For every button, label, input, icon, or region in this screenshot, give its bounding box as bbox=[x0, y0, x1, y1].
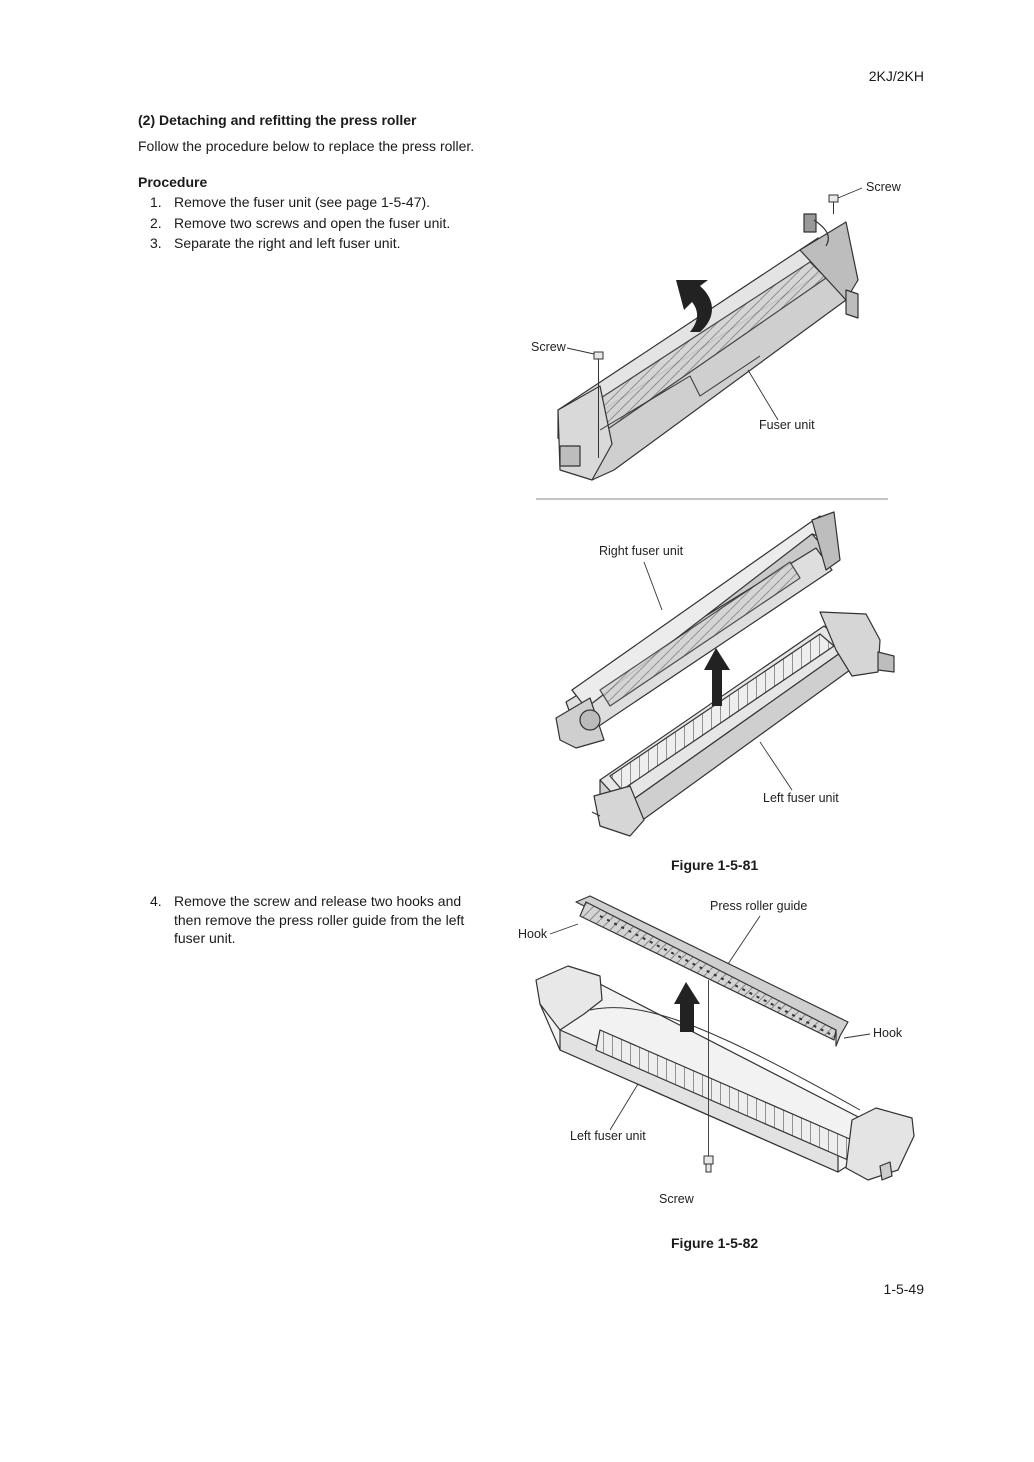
step-number: 4. bbox=[150, 893, 162, 909]
section-intro: Follow the procedure below to replace th… bbox=[138, 138, 475, 154]
model-code: 2KJ/2KH bbox=[868, 68, 924, 84]
screw-icon bbox=[593, 351, 604, 458]
label-fuser-unit: Fuser unit bbox=[759, 418, 815, 432]
left-fuser-unit-drawing bbox=[535, 965, 915, 1181]
leader-lines bbox=[549, 915, 871, 1131]
page-number: 1-5-49 bbox=[883, 1281, 924, 1297]
step-text: Remove the fuser unit (see page 1-5-47). bbox=[174, 194, 431, 210]
step-4: 4. Remove the screw and release two hook… bbox=[150, 892, 480, 948]
label-screw-left: Screw bbox=[531, 340, 566, 354]
leader-lines bbox=[566, 187, 863, 421]
figure-caption-82: Figure 1-5-82 bbox=[671, 1235, 759, 1251]
step-number: 3. bbox=[150, 235, 162, 251]
figure-caption-81: Figure 1-5-81 bbox=[671, 857, 759, 873]
lift-direction-arrow bbox=[674, 982, 700, 1032]
step-2: 2. Remove two screws and open the fuser … bbox=[150, 213, 450, 234]
step-text: Remove the screw and release two hooks a… bbox=[174, 893, 465, 946]
step-number: 1. bbox=[150, 194, 162, 210]
screw-icon bbox=[703, 980, 714, 1173]
label-left-fuser-unit-2: Left fuser unit bbox=[570, 1129, 646, 1143]
label-left-fuser-unit: Left fuser unit bbox=[763, 791, 839, 805]
step-number: 2. bbox=[150, 214, 162, 231]
screw-icon bbox=[828, 194, 839, 214]
label-press-roller-guide: Press roller guide bbox=[710, 899, 808, 913]
press-roller-guide-drawing bbox=[575, 895, 849, 1047]
label-hook-left: Hook bbox=[518, 927, 548, 941]
step-text: Separate the right and left fuser unit. bbox=[174, 235, 401, 251]
label-screw-top: Screw bbox=[866, 180, 901, 194]
right-fuser-unit-drawing bbox=[555, 511, 841, 749]
step-3: 3. Separate the right and left fuser uni… bbox=[150, 233, 450, 254]
separate-direction-arrow bbox=[704, 648, 730, 706]
label-right-fuser-unit: Right fuser unit bbox=[599, 544, 684, 558]
open-direction-arrow bbox=[676, 280, 712, 332]
left-fuser-unit-drawing bbox=[591, 611, 895, 837]
label-screw: Screw bbox=[659, 1192, 694, 1206]
step-text: Remove two screws and open the fuser uni… bbox=[174, 214, 451, 231]
fuser-unit-drawing bbox=[557, 213, 859, 481]
label-hook-right: Hook bbox=[873, 1026, 903, 1040]
procedure-steps: 1. Remove the fuser unit (see page 1-5-4… bbox=[150, 192, 450, 254]
step-1: 1. Remove the fuser unit (see page 1-5-4… bbox=[150, 192, 450, 213]
leader-lines bbox=[643, 561, 793, 791]
procedure-heading: Procedure bbox=[138, 174, 208, 190]
section-title: (2) Detaching and refitting the press ro… bbox=[138, 112, 417, 128]
